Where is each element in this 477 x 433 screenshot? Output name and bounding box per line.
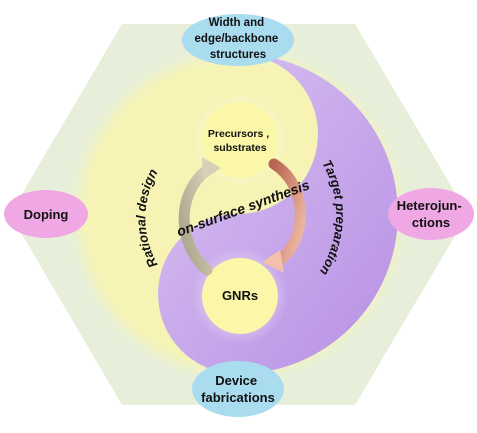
outer-node-left — [4, 190, 88, 238]
outer-node-bottom — [192, 361, 284, 417]
outer-top-line-2: edge/backbone — [195, 33, 279, 45]
outer-bottom-line-2: fabrications — [201, 390, 275, 405]
rational-design-arrow — [178, 157, 221, 276]
gnrs-node — [202, 258, 278, 334]
outer-left-label: Doping — [24, 207, 69, 222]
gnrs-label: GNRs — [222, 288, 258, 303]
precursors-node — [202, 102, 278, 178]
target-preparation-arrow — [262, 158, 306, 273]
svg-text:Device fabrications: Device fabrications — [201, 373, 275, 405]
svg-text:Heterojun- ctions: Heterojun- ctions — [397, 198, 466, 230]
outer-bottom-line-1: Device — [215, 373, 257, 388]
outer-node-top — [182, 14, 294, 66]
outer-right-line-1: Heterojun- — [397, 198, 462, 213]
outer-top-line-3: structures — [210, 49, 266, 61]
outer-top-line-1: Width and — [209, 17, 264, 29]
precursors-line-1: Precursors , — [208, 128, 269, 140]
outer-node-right — [388, 188, 474, 240]
outer-right-line-2: ctions — [412, 215, 450, 230]
svg-text:Precursors , substrates: Precursors , substrates — [208, 128, 272, 154]
precursors-line-2: substrates — [213, 142, 266, 154]
svg-text:Width and edge/backbone: Width and edge/backbone structures — [195, 17, 282, 61]
